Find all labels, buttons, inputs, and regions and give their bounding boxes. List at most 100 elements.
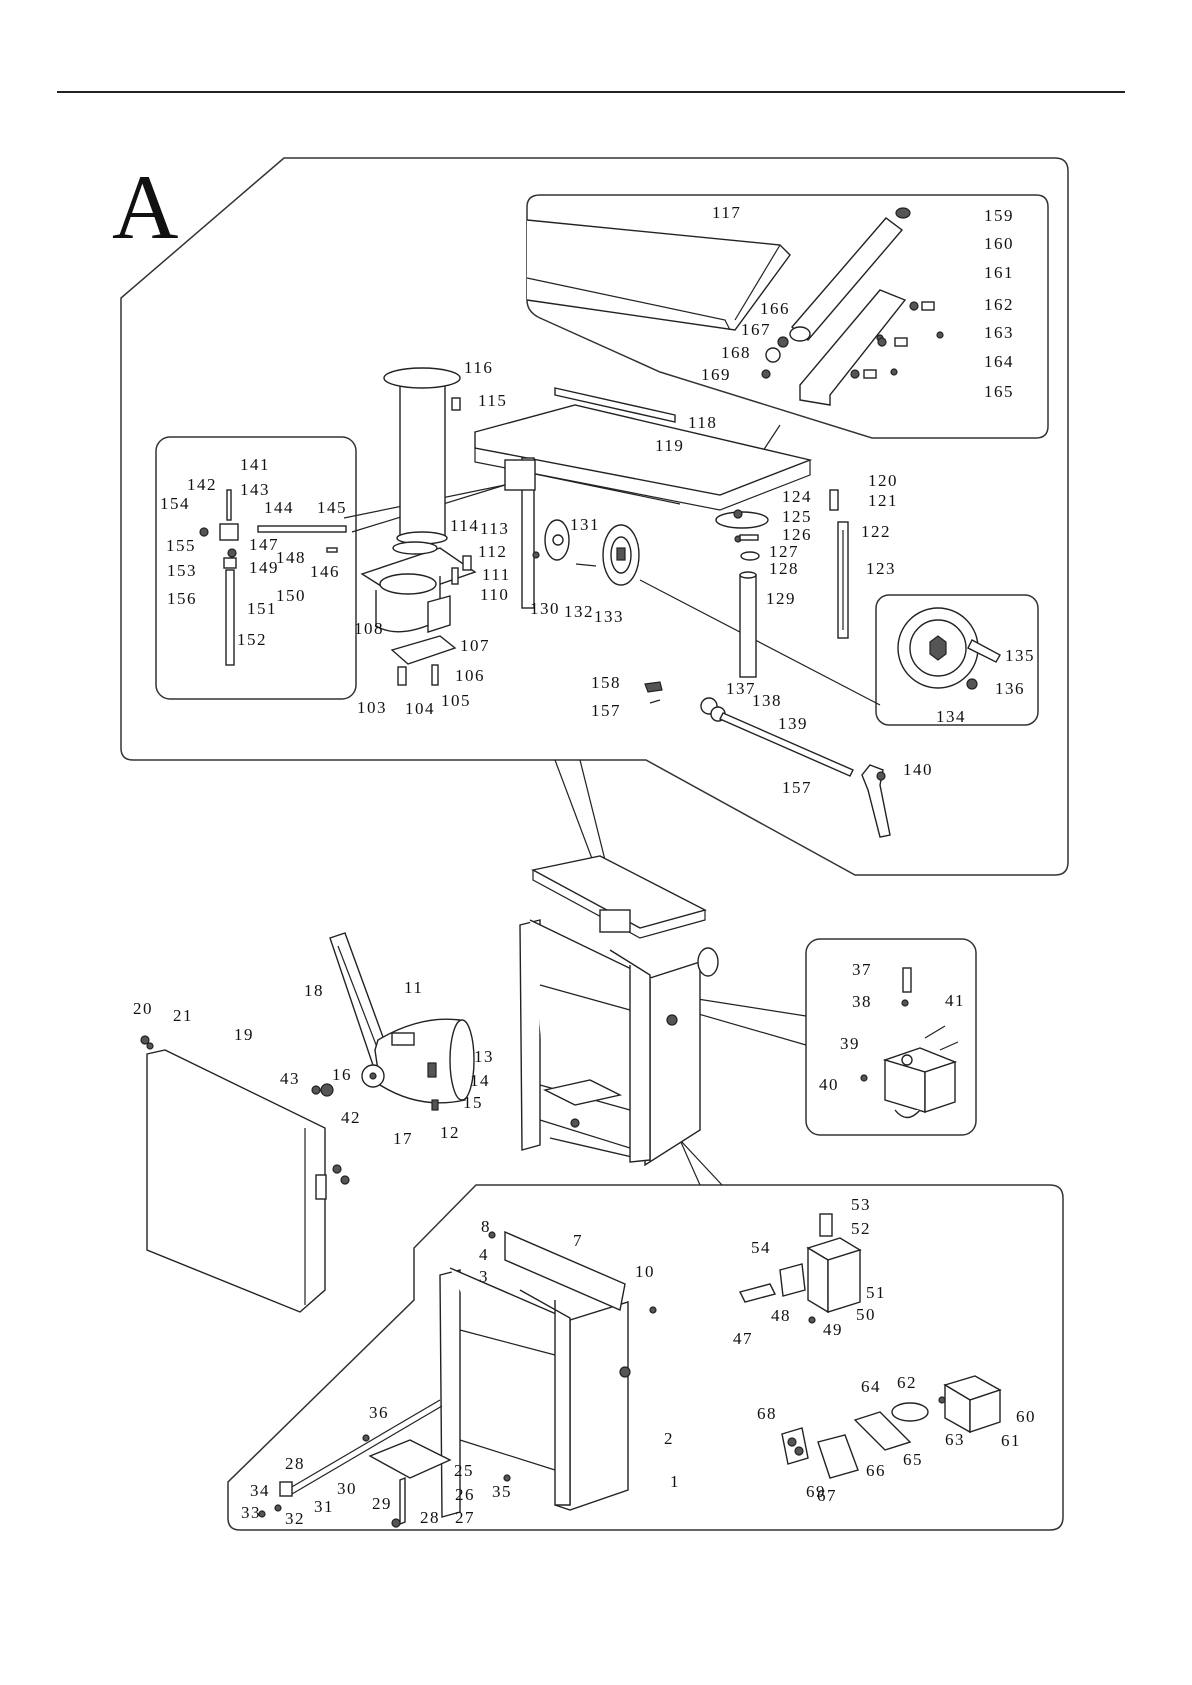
callout-label-11: 11 [404,978,423,997]
callout-label-116: 116 [464,358,493,377]
callout-label-135: 135 [1005,646,1035,665]
callout-label-17: 17 [393,1129,413,1148]
callout-label-65: 65 [903,1450,923,1469]
callout-label-169: 169 [701,365,731,384]
frame-section-a [120,157,1069,876]
callout-label-68: 68 [757,1404,777,1423]
callout-label-69: 69 [806,1482,826,1501]
callout-label-157: 157 [782,778,812,797]
base-frame-1 [439,1230,657,1518]
scale-123 [715,489,849,639]
callout-label-114: 114 [450,516,479,535]
callout-label-128: 128 [769,559,799,578]
callout-label-40: 40 [819,1075,839,1094]
callout-label-25: 25 [454,1461,474,1480]
callout-label-147: 147 [249,535,279,554]
work-table-118 [474,387,813,609]
plate-107 [390,555,472,686]
section-letter: A [112,156,178,258]
callout-label-129: 129 [766,589,796,608]
callout-label-3: 3 [479,1267,489,1286]
callout-label-149: 149 [249,558,279,577]
callout-label-151: 151 [247,599,277,618]
callout-label-126: 126 [782,525,812,544]
callout-label-28: 28 [420,1508,440,1527]
callout-label-36: 36 [369,1403,389,1422]
callout-label-107: 107 [460,636,490,655]
callout-label-156: 156 [167,589,197,608]
callout-label-168: 168 [721,343,751,362]
callout-label-115: 115 [478,391,507,410]
callout-label-160: 160 [984,234,1014,253]
callout-label-7: 7 [573,1231,583,1250]
callout-label-117: 117 [712,203,741,222]
callout-label-127: 127 [769,542,799,561]
callout-label-164: 164 [984,352,1014,371]
shaft-139 [644,681,891,838]
callout-label-52: 52 [851,1219,871,1238]
callout-label-63: 63 [945,1430,965,1449]
table-plate-117 [526,219,791,331]
callout-label-143: 143 [240,480,270,499]
callout-label-134: 134 [936,707,966,726]
callout-label-110: 110 [480,585,509,604]
linkage-parts-25-36 [258,1399,452,1528]
callout-label-136: 136 [995,679,1025,698]
callout-label-2: 2 [664,1429,674,1448]
callout-label-103: 103 [357,698,387,717]
callout-label-104: 104 [405,699,435,718]
callout-label-54: 54 [751,1238,771,1257]
callout-label-121: 121 [868,491,898,510]
callout-label-35: 35 [492,1482,512,1501]
motor-assembly-11 [311,932,475,1111]
inset-switch-box [805,938,977,1136]
callout-label-48: 48 [771,1306,791,1325]
callout-label-10: 10 [635,1262,655,1281]
switch-box-39 [860,967,959,1119]
callout-label-26: 26 [455,1485,475,1504]
callout-label-161: 161 [984,263,1014,282]
callout-label-1: 1 [670,1472,680,1491]
callout-label-27: 27 [455,1508,475,1527]
callout-label-123: 123 [866,559,896,578]
callout-label-30: 30 [337,1479,357,1498]
callout-label-108: 108 [354,619,384,638]
callout-label-31: 31 [314,1497,334,1516]
callout-label-16: 16 [332,1065,352,1084]
callout-label-162: 162 [984,295,1014,314]
callout-label-39: 39 [840,1034,860,1053]
callout-label-105: 105 [441,691,471,710]
callout-label-20: 20 [133,999,153,1018]
callout-label-29: 29 [372,1494,392,1513]
callout-label-32: 32 [285,1509,305,1528]
callout-label-14: 14 [470,1071,490,1090]
callout-label-118: 118 [688,413,717,432]
lift-tube-129 [739,571,757,678]
callout-label-60: 60 [1016,1407,1036,1426]
callout-label-132: 132 [564,602,594,621]
callout-label-124: 124 [782,487,812,506]
callout-label-157: 157 [591,701,621,720]
callout-label-153: 153 [167,561,197,580]
frame-bottom-base [227,1184,1064,1531]
screw-block-parts [199,489,347,666]
callout-label-41: 41 [945,991,965,1010]
callout-label-139: 139 [778,714,808,733]
base-bracket-110 [360,541,477,633]
callout-label-146: 146 [310,562,340,581]
callout-label-8: 8 [481,1217,491,1236]
callout-label-131: 131 [570,515,600,534]
callout-label-62: 62 [897,1373,917,1392]
callout-label-13: 13 [474,1047,494,1066]
side-panel-19 [140,1035,350,1313]
callout-label-34: 34 [250,1481,270,1500]
inset-handwheel [875,594,1039,726]
callout-label-51: 51 [866,1283,886,1302]
callout-label-42: 42 [341,1108,361,1127]
knob-166-169 [761,336,789,379]
fasteners-161-165 [850,301,944,379]
callout-label-19: 19 [234,1025,254,1044]
terminal-box-50 [738,1213,862,1324]
callout-label-61: 61 [1001,1431,1021,1450]
